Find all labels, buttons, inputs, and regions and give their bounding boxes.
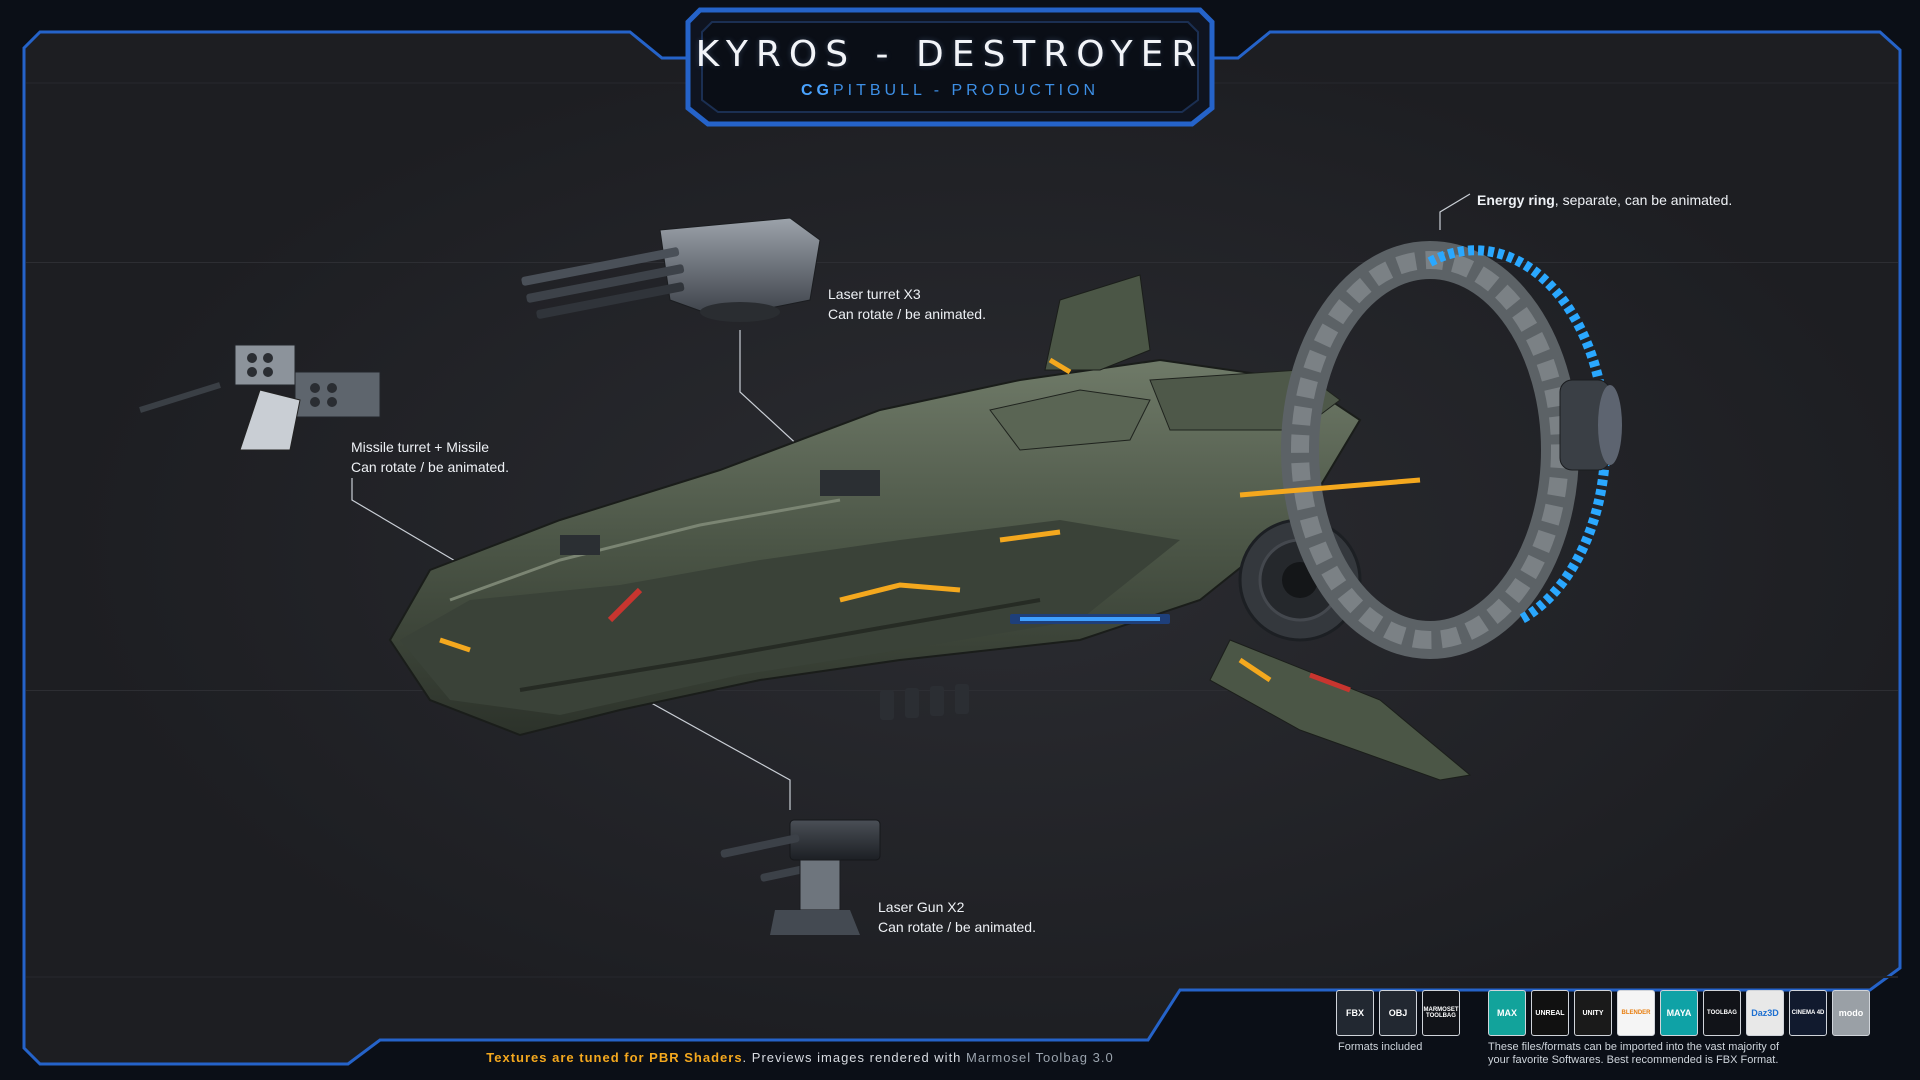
3dsmax-icon: MAX bbox=[1488, 990, 1526, 1036]
modo-icon: modo bbox=[1832, 990, 1870, 1036]
daz3d-icon: Daz3D bbox=[1746, 990, 1784, 1036]
leader-laser-gun bbox=[609, 679, 791, 810]
leader-energy-ring bbox=[1439, 193, 1471, 230]
software-caption-line1: These files/formats can be imported into… bbox=[1488, 1041, 1780, 1053]
callout-missile-turret-desc: Can rotate / be animated. bbox=[351, 459, 509, 475]
unreal-icon: UNREAL bbox=[1531, 990, 1569, 1036]
footer-note-renderer: Marmosel Toolbag 3.0 bbox=[966, 1050, 1114, 1065]
callout-energy-ring: Energy ring, separate, can be animated. bbox=[1477, 190, 1732, 210]
callout-energy-ring-bold: Energy ring bbox=[1477, 192, 1555, 208]
ship-hull bbox=[388, 274, 1472, 781]
callout-missile-turret-title: Missile turret + Missile bbox=[351, 439, 490, 455]
fbx-icon: FBX bbox=[1336, 990, 1374, 1036]
unity-icon: UNITY bbox=[1574, 990, 1612, 1036]
software-caption-line2: your favorite Softwares. Best recommende… bbox=[1488, 1054, 1779, 1066]
callout-missile-turret: Missile turret + Missile Can rotate / be… bbox=[351, 437, 509, 477]
missile-turret-part bbox=[139, 344, 381, 451]
cinema4d-icon: CINEMA 4D bbox=[1789, 990, 1827, 1036]
callout-laser-gun-desc: Can rotate / be animated. bbox=[878, 919, 1036, 935]
energy-ring bbox=[1239, 241, 1622, 659]
obj-icon: OBJ bbox=[1379, 990, 1417, 1036]
page-title: KYROS - DESTROYER bbox=[695, 34, 1205, 75]
maya-icon: MAYA bbox=[1660, 990, 1698, 1036]
footer-note-middle: . Previews images rendered with bbox=[742, 1050, 967, 1065]
marmoset-icon: MARMOSET TOOLBAG bbox=[1422, 990, 1460, 1036]
subtitle-rest: PITBULL - PRODUCTION bbox=[832, 82, 1100, 99]
footer-note-highlight: Textures are tuned for PBR Shaders bbox=[486, 1050, 743, 1065]
laser-turret-part bbox=[521, 217, 821, 322]
callout-laser-gun-title: Laser Gun X2 bbox=[878, 899, 965, 915]
formats-caption: Formats included bbox=[1338, 1041, 1423, 1053]
laser-gun-part bbox=[720, 819, 881, 935]
callout-laser-turret: Laser turret X3 Can rotate / be animated… bbox=[828, 284, 986, 324]
software-caption: These files/formats can be imported into… bbox=[1488, 1041, 1888, 1067]
software-icon-row: MAX UNREAL UNITY BLENDER MAYA TOOLBAG Da… bbox=[1488, 990, 1870, 1038]
formats-icon-row: FBX OBJ MARMOSET TOOLBAG bbox=[1336, 990, 1460, 1038]
footer-note: Textures are tuned for PBR Shaders. Prev… bbox=[400, 1050, 1200, 1065]
leader-missile-turret bbox=[351, 478, 463, 566]
brand-cg: CG bbox=[800, 82, 833, 99]
callout-energy-ring-rest: , separate, can be animated. bbox=[1554, 192, 1733, 208]
blender-icon: BLENDER bbox=[1617, 990, 1655, 1036]
page-subtitle: CGPITBULL - PRODUCTION bbox=[690, 82, 1210, 100]
callout-laser-gun: Laser Gun X2 Can rotate / be animated. bbox=[878, 897, 1036, 937]
callout-laser-turret-desc: Can rotate / be animated. bbox=[828, 306, 986, 322]
callout-laser-turret-title: Laser turret X3 bbox=[828, 286, 921, 302]
toolbag-icon: TOOLBAG bbox=[1703, 990, 1741, 1036]
